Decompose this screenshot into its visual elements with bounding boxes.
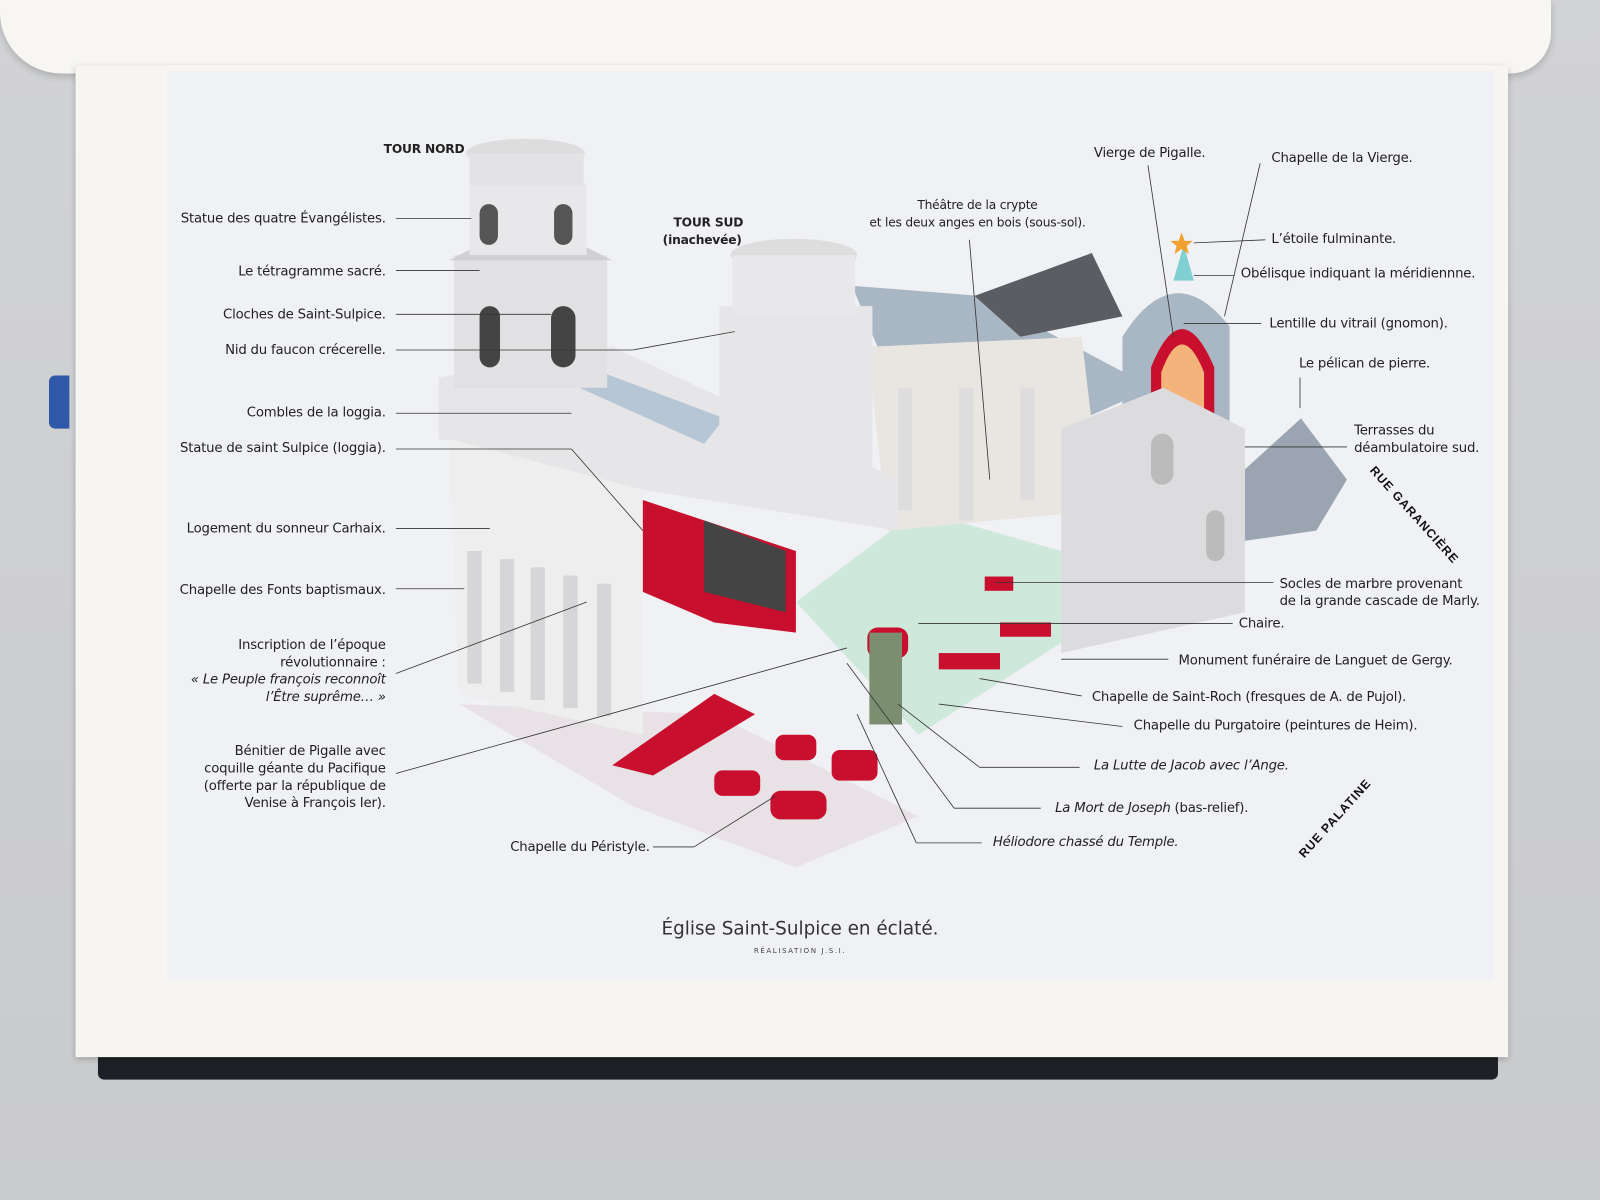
nave-interior [867, 336, 1103, 531]
label-combles: Combles de la loggia. [246, 405, 386, 421]
leader-lines [395, 163, 1347, 848]
label-lentille: Lentille du vitrail (gnomon). [1269, 316, 1448, 332]
joseph-title: La Mort de Joseph [1055, 801, 1171, 817]
delacroix-chapel [869, 632, 903, 725]
tour-sud-title: TOUR SUD [673, 215, 744, 230]
south-transept [1061, 387, 1245, 654]
inscription-line: Inscription de l’époque [238, 637, 386, 654]
label-chapelle-vierge: Chapelle de la Vierge. [1271, 151, 1413, 167]
label-etoile: L’étoile fulminante. [1271, 231, 1397, 247]
benitier-line: coquille géante du Pacifique [204, 761, 386, 777]
tour-nord-label: TOUR NORD [383, 141, 465, 157]
star-icon [1170, 232, 1193, 255]
label-peristyle: Chapelle du Péristyle. [510, 839, 650, 856]
obelisk [1173, 244, 1194, 281]
label-inscription: Inscription de l’époque révolutionnaire … [191, 637, 386, 706]
label-obelisque: Obélisque indiquant la méridiennne. [1240, 266, 1476, 282]
west-facade [448, 438, 643, 735]
loggia [438, 346, 898, 531]
joseph-note: (bas-relief). [1170, 801, 1249, 817]
label-benitier: Bénitier de Pigalle avec coquille géante… [204, 743, 386, 812]
label-saint-roch: Chapelle de Saint-Roch (fresques de A. d… [1091, 689, 1407, 706]
label-evangelistes: Statue des quatre Évangélistes. [180, 211, 386, 227]
label-purgatoire: Chapelle du Purgatoire (peintures de Hei… [1133, 718, 1418, 734]
socles-line: de la grande cascade de Marly. [1279, 593, 1480, 610]
nave-pillar [897, 387, 913, 511]
label-terrasses: Terrasses du déambulatoire sud. [1354, 422, 1479, 457]
label-joseph: La Mort de Joseph (bas-relief). [1055, 800, 1248, 817]
belfry-opening [479, 306, 500, 368]
label-socles: Socles de marbre provenant de la grande … [1280, 576, 1480, 611]
curled-page [0, 0, 1552, 74]
inscription-quote: « Le Peuple françois reconnoît [190, 672, 386, 688]
tour-sud-subtitle: (inachevée) [662, 232, 742, 247]
label-monument: Monument funéraire de Languet de Gergy. [1178, 653, 1453, 669]
label-crypte: Théâtre de la crypte et les deux anges e… [869, 197, 1085, 232]
label-pelican: Le pélican de pierre. [1298, 356, 1431, 372]
inscription-line: révolutionnaire : [280, 655, 386, 671]
nave-floor [795, 510, 1062, 735]
cut-interior [704, 520, 786, 613]
crypte-line: Théâtre de la crypte [917, 197, 1038, 213]
label-carhaix: Logement du sonneur Carhaix. [186, 521, 386, 537]
transept-window [1151, 433, 1174, 485]
transept-window [1206, 510, 1225, 562]
south-tower-drum [732, 255, 856, 317]
ambulatory-roof [1244, 418, 1347, 541]
label-tetragramme: Le tétragramme sacré. [238, 264, 386, 280]
nave-pillar [959, 387, 974, 521]
figure-credit: RÉALISATION J.S.I. [753, 946, 847, 956]
bookmark-ribbon [48, 375, 70, 429]
label-jacob: La Lutte de Jacob avec l’Ange. [1093, 758, 1289, 774]
inscription-quote: l’Être suprême… » [265, 689, 386, 706]
facade-columns [467, 551, 612, 717]
terrasses-line: déambulatoire sud. [1354, 440, 1480, 457]
crypte-line: et les deux anges en bois (sous-sol). [869, 215, 1086, 230]
figure-caption: Église Saint-Sulpice en éclaté. [661, 918, 939, 940]
transept-roof [974, 253, 1123, 337]
loggia-roof [561, 372, 725, 444]
tower-window [554, 204, 573, 245]
tour-sud-label: TOUR SUD (inachevée) [663, 214, 744, 249]
label-chaire: Chaire. [1238, 616, 1285, 632]
north-tower-drum [469, 153, 584, 186]
ground-shadow [459, 704, 919, 868]
benitier-line: Venise à François Ier). [244, 795, 386, 812]
label-fonts: Chapelle des Fonts baptismaux. [179, 582, 386, 598]
tower-window [479, 204, 498, 245]
label-heliodore: Héliodore chassé du Temple. [992, 834, 1179, 850]
label-vierge-pigalle: Vierge de Pigalle. [1093, 145, 1206, 162]
socles-line: Socles de marbre provenant [1279, 576, 1463, 592]
belfry-opening [551, 306, 576, 368]
north-tower [454, 255, 608, 388]
label-faucon: Nid du faucon crécerelle. [225, 342, 386, 359]
benitier-line: Bénitier de Pigalle avec [234, 743, 386, 760]
nave-pillar [1020, 387, 1035, 500]
south-tower [719, 306, 873, 480]
terrasses-line: Terrasses du [1354, 423, 1435, 439]
benitier-line: (offerte par la république de [203, 778, 386, 794]
label-cloches: Cloches de Saint-Sulpice. [223, 307, 386, 323]
label-statue-sulpice: Statue de saint Sulpice (loggia). [180, 440, 386, 457]
